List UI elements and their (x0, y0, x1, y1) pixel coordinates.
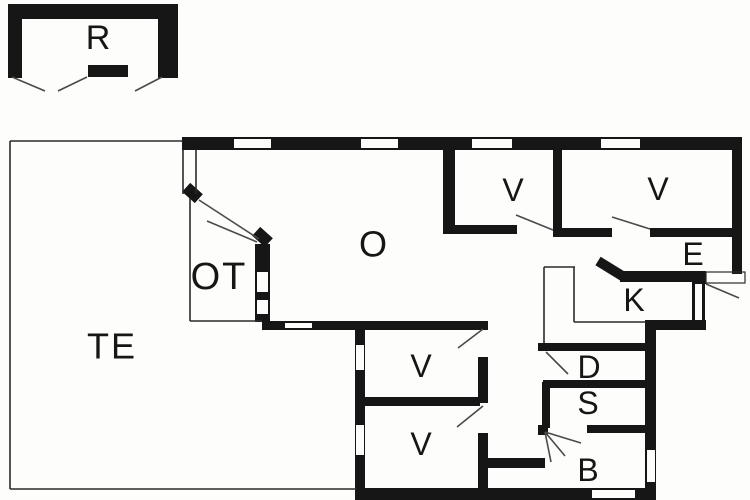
wall (692, 271, 706, 284)
window (361, 139, 398, 148)
door-swing-line (198, 199, 260, 240)
door-swing-line (456, 405, 484, 428)
wall-diagonal (595, 256, 627, 282)
window (647, 450, 655, 482)
room-label-b: B (577, 452, 601, 489)
wall (538, 425, 548, 435)
door-swing-line (134, 76, 163, 92)
door-swing-line (515, 214, 554, 231)
wall (88, 65, 128, 77)
wall (443, 225, 517, 234)
door-swing-line (11, 76, 46, 92)
room-label-s: S (577, 385, 601, 422)
door-swing-line (206, 220, 258, 243)
room-label-v2: V (647, 171, 671, 208)
window (257, 300, 268, 314)
wall (262, 321, 488, 330)
window (592, 490, 635, 498)
wall (8, 4, 178, 19)
wall (702, 282, 705, 320)
room-label-te: TE (86, 325, 138, 367)
window (356, 425, 364, 455)
room-label-o: O (358, 223, 390, 265)
wall (692, 282, 695, 320)
wall (355, 321, 365, 500)
wall (650, 228, 732, 237)
door-swing-line (611, 216, 651, 230)
door-swing-line (544, 431, 566, 457)
wall (542, 382, 550, 428)
door-swing-line (545, 351, 569, 375)
door-swing-line (57, 76, 88, 92)
wall (620, 271, 694, 282)
door-swing-line (705, 283, 740, 299)
room-label-d: D (577, 349, 603, 386)
door-hinge (252, 226, 273, 248)
room-label-k: K (623, 282, 647, 319)
door-swing-line (457, 328, 484, 349)
wall (538, 343, 656, 351)
room-label-ot: OT (190, 255, 248, 298)
wall (443, 150, 455, 233)
wall (478, 357, 488, 403)
window (472, 139, 512, 148)
wall (553, 150, 562, 237)
room-label-e: E (682, 236, 706, 273)
wall (645, 320, 706, 330)
window (257, 272, 268, 292)
wall (363, 397, 480, 406)
wall (543, 380, 656, 388)
wall (8, 4, 22, 78)
door-swing-line (544, 431, 552, 463)
wall (488, 458, 545, 468)
door-threshold (705, 271, 746, 284)
door-swing-line (544, 431, 582, 444)
room-label-r: R (85, 18, 113, 57)
room-label-v3: V (410, 348, 434, 385)
wall (158, 4, 178, 78)
wall (587, 425, 656, 433)
door-hinge (182, 182, 203, 204)
window (601, 139, 640, 148)
wall (355, 488, 656, 500)
window (285, 323, 312, 328)
wall (645, 320, 656, 490)
room-label-v1: V (502, 172, 526, 209)
window (234, 139, 271, 148)
wall (478, 433, 488, 490)
wall (732, 137, 742, 274)
room-label-v4: V (410, 426, 434, 463)
window (356, 345, 364, 370)
wall (562, 228, 612, 237)
